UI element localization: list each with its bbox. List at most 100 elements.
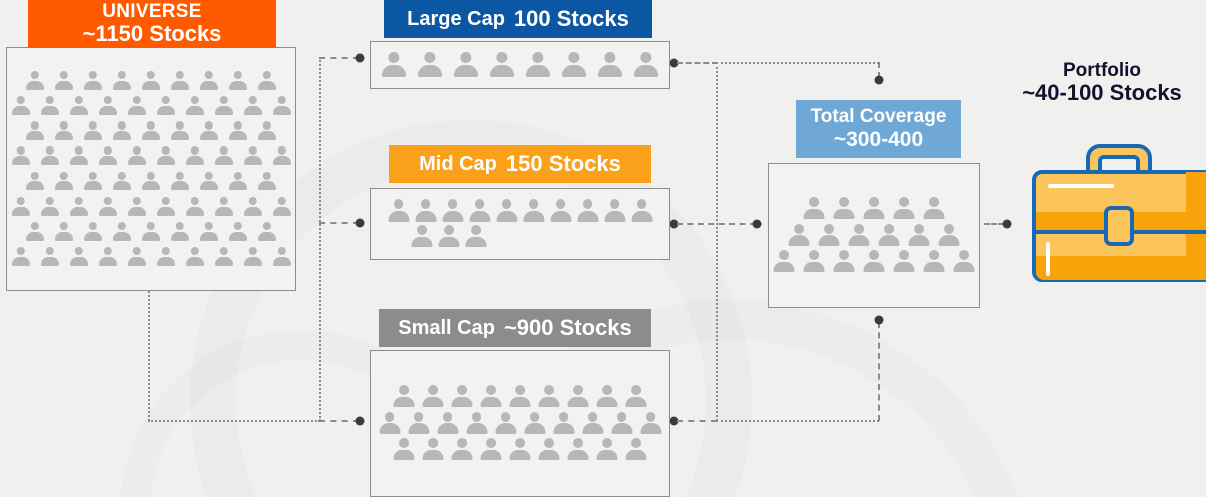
person-icon [773, 250, 795, 274]
person-icon [611, 411, 632, 436]
person-icon [258, 70, 276, 91]
mid-cap-label-badge: Mid Cap 150 Stocks [389, 145, 651, 183]
connector-dot-coverage-top [874, 75, 884, 85]
mid-cap-panel [370, 188, 670, 260]
person-icon [200, 171, 218, 192]
person-icon [422, 385, 444, 409]
person-icon [69, 146, 88, 166]
person-icon [185, 196, 204, 217]
person-icon [833, 250, 855, 274]
person-icon [451, 438, 473, 462]
person-icon [40, 246, 59, 267]
person-icon [40, 196, 59, 217]
person-icon [127, 146, 146, 166]
person-icon [40, 96, 59, 116]
connector-dot-small-cap-right [669, 416, 679, 426]
person-icon [142, 221, 160, 242]
person-icon [113, 121, 131, 141]
connector-mid-cap-out [677, 223, 756, 225]
person-icon [272, 246, 291, 267]
person-icon [84, 70, 102, 91]
connector-dot-mid-cap-right [669, 219, 679, 229]
person-icon [26, 70, 44, 91]
person-icon [454, 51, 478, 79]
connector-dot-large-cap-right [669, 58, 679, 68]
person-icon [388, 199, 409, 223]
person-icon [893, 250, 915, 274]
person-icon [596, 438, 618, 462]
person-icon [634, 51, 658, 79]
people-row [26, 171, 276, 192]
large-cap-panel [370, 41, 670, 89]
person-icon [200, 121, 218, 141]
person-icon [98, 246, 117, 267]
people-row [11, 146, 291, 166]
person-icon [142, 70, 160, 91]
mid-cap-people-grid [371, 189, 669, 259]
person-icon [509, 438, 531, 462]
people-row [803, 197, 945, 221]
connector-dot-large-cap-left [355, 53, 365, 63]
person-icon [84, 221, 102, 242]
connector-to-small-cap [319, 420, 359, 422]
person-icon [379, 411, 400, 436]
person-icon [582, 411, 603, 436]
person-icon [393, 385, 415, 409]
universe-value: ~1150 Stocks [82, 21, 222, 47]
person-icon [258, 121, 276, 141]
person-icon [113, 70, 131, 91]
people-row [788, 223, 960, 248]
large-cap-people-grid [371, 42, 669, 88]
person-icon [496, 199, 517, 223]
person-icon [185, 246, 204, 267]
connector-right-trunk [716, 62, 718, 421]
person-icon [509, 385, 531, 409]
person-icon [408, 411, 429, 436]
person-icon [878, 223, 900, 248]
person-icon [40, 146, 59, 166]
person-icon [863, 197, 885, 221]
person-icon [84, 171, 102, 192]
person-icon [214, 196, 233, 217]
person-icon [818, 223, 840, 248]
person-icon [833, 197, 855, 221]
person-icon [598, 51, 622, 79]
people-row [11, 246, 291, 267]
person-icon [11, 196, 30, 217]
people-row [379, 411, 661, 436]
person-icon [156, 246, 175, 267]
person-icon [803, 250, 825, 274]
person-icon [55, 221, 73, 242]
person-icon [923, 197, 945, 221]
connector-dot-small-cap-left [355, 416, 365, 426]
people-row [26, 221, 276, 242]
person-icon [171, 221, 189, 242]
person-icon [243, 196, 262, 217]
person-icon [382, 51, 406, 79]
connector-left-trunk [319, 57, 321, 421]
connector-coverage-top-drop [878, 62, 880, 78]
person-icon [229, 221, 247, 242]
person-icon [604, 199, 625, 223]
connector-dot-coverage-bottom [874, 315, 884, 325]
person-icon [243, 96, 262, 116]
person-icon [418, 51, 442, 79]
person-icon [55, 171, 73, 192]
person-icon [490, 51, 514, 79]
person-icon [938, 223, 960, 248]
person-icon [156, 146, 175, 166]
connector-small-cap-out [677, 420, 717, 422]
person-icon [11, 96, 30, 116]
person-icon [272, 146, 291, 166]
person-icon [258, 221, 276, 242]
person-icon [803, 197, 825, 221]
person-icon [923, 250, 945, 274]
person-icon [171, 121, 189, 141]
person-icon [438, 225, 460, 249]
person-icon [562, 51, 586, 79]
person-icon [411, 225, 433, 249]
people-row [411, 225, 487, 249]
person-icon [567, 438, 589, 462]
person-icon [258, 171, 276, 192]
large-cap-value: 100 Stocks [513, 6, 629, 31]
